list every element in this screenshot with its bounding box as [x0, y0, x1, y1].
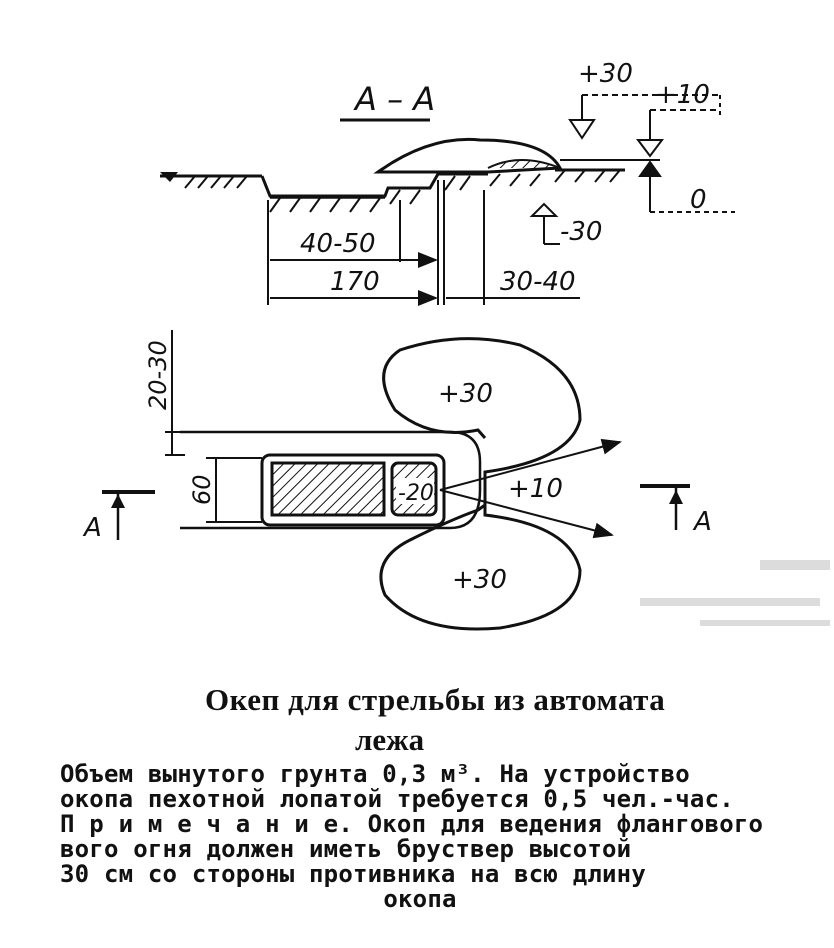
dim-40-50-label: 40-50 — [300, 229, 376, 259]
trench-outline — [180, 430, 482, 530]
caption-body-line: П р и м е ч а н и е. Окоп для ведения фл… — [60, 810, 764, 838]
caption-body-line: 30 см со стороны противника на всю длину — [60, 860, 646, 888]
cut-left-label: А — [82, 513, 102, 543]
caption-body-line: окопа пехотной лопатой требуется 0,5 чел… — [60, 785, 734, 813]
pit-hatched-area — [270, 461, 386, 517]
parapet-hatch — [487, 159, 561, 169]
dim-20-30-label: 20-30 — [144, 340, 172, 410]
elbow-rest-label-bg — [396, 478, 434, 504]
level-minus30-label: -30 — [560, 217, 602, 247]
cut-marker-right — [640, 484, 690, 530]
ground-hatching — [184, 169, 621, 213]
level-markers — [529, 94, 735, 245]
cut-marker-left — [102, 490, 155, 540]
caption-body: Объем вынутого грунта 0,3 м³. На устройс… — [60, 760, 764, 913]
surface-marker-icon — [160, 172, 178, 182]
caption-body-line: Объем вынутого грунта 0,3 м³. На устройс… — [60, 760, 690, 788]
parapet-outline — [379, 337, 582, 631]
elbow-rest-label: -20 — [398, 481, 434, 506]
level-plus30-label: +30 — [578, 59, 633, 89]
dim-20-30-line — [165, 330, 185, 456]
parapet-mound — [373, 137, 563, 174]
caption-title-line2: лежа — [355, 722, 425, 757]
caption-title-line1: Океп для стрельбы из автомата — [205, 682, 666, 717]
level-plus10-label: +10 — [655, 80, 710, 110]
cut-right-label: А — [692, 507, 712, 537]
dim-170-label: 170 — [330, 267, 380, 297]
ground-surface — [160, 168, 625, 199]
trench-pit — [260, 453, 446, 527]
cut-left-arrow-icon — [111, 494, 125, 508]
dim-30-40-label: 30-40 — [500, 267, 576, 297]
parapet-top-label: +30 — [438, 379, 493, 409]
parapet-bottom-label: +30 — [452, 565, 507, 595]
caption-body-last-line: окопа — [383, 885, 457, 913]
section-title: А – А — [353, 80, 435, 118]
level-zero-label: 0 — [690, 185, 707, 215]
dim-60-line — [206, 457, 262, 523]
caption-body-line: вого огня должен иметь бруствер высотой — [60, 835, 632, 863]
firing-sector — [439, 438, 622, 539]
scan-noise — [640, 560, 830, 626]
dim-60-label: 60 — [188, 474, 216, 505]
plan-view: -20 +10 +30 +30 20-30 60 А — [82, 330, 712, 631]
section-view: А – А — [160, 59, 735, 306]
section-dimensions — [267, 180, 580, 306]
sector-label: +10 — [508, 474, 563, 504]
cut-right-arrow-icon — [669, 490, 683, 504]
